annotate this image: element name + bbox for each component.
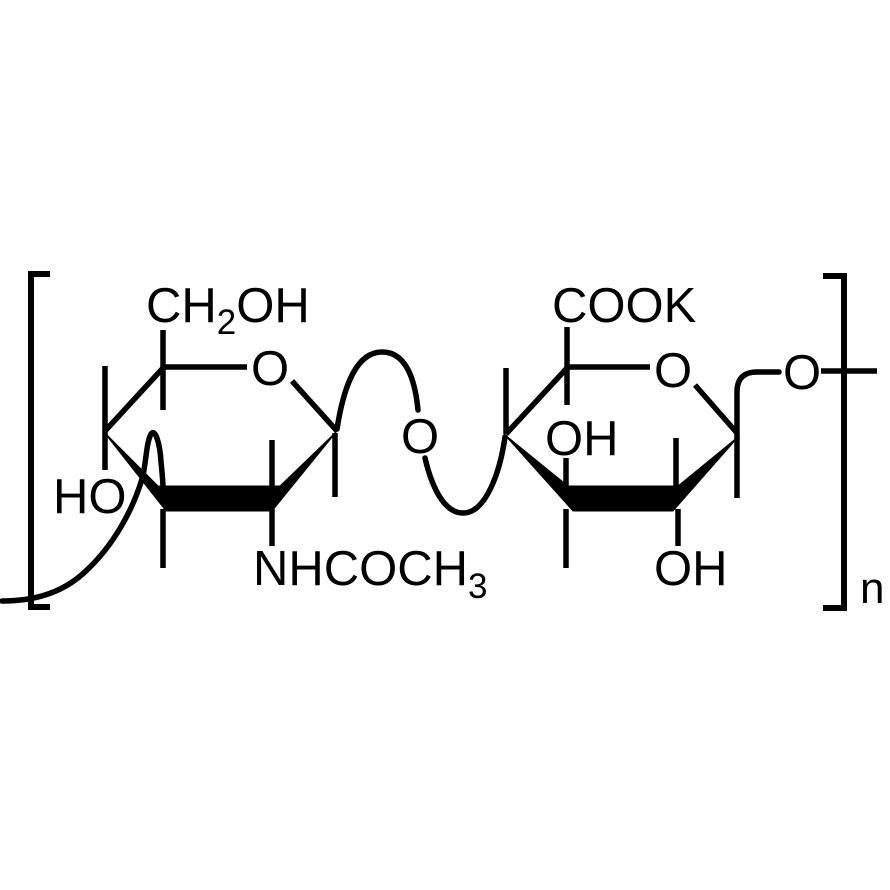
left-c4-c5-bond xyxy=(102,366,166,433)
oh-lower-label: OH xyxy=(654,542,728,596)
ho-label: HO xyxy=(53,470,127,524)
ch2oh-label: CH2OH xyxy=(146,279,310,342)
left-ring-glcnac: CH2OH O HO NHCOCH3 xyxy=(53,279,488,606)
right-ring-oxygen-label: O xyxy=(654,344,692,398)
right-c4-c5-bond xyxy=(503,366,570,436)
left-ring-oxygen-label: O xyxy=(251,342,289,396)
glycosidic-oxygen-label: O xyxy=(401,410,439,464)
ch2oh-pre: CH xyxy=(146,279,217,333)
repeat-n-label: n xyxy=(860,564,884,613)
chain-oxygen-label: O xyxy=(783,346,821,400)
glycosidic-arc-left xyxy=(334,349,421,432)
right-ring-glca: COOK O O OH OH xyxy=(503,279,877,596)
chain-entry-curved-bond xyxy=(0,429,166,604)
nhcoch3-subscript: 3 xyxy=(468,567,487,606)
right-bracket xyxy=(823,273,847,611)
left-bracket xyxy=(28,271,50,610)
right-ring-bold-wedge xyxy=(503,433,740,512)
ch2oh-subscript: 2 xyxy=(217,303,236,342)
cook-label: COOK xyxy=(552,279,697,333)
right-o-c1-bond xyxy=(692,383,740,435)
glycosidic-arc-right xyxy=(422,434,508,516)
left-o-c1-bond xyxy=(289,379,340,433)
nhcoch3-pre: NHCOCH xyxy=(253,542,468,596)
left-ring-bold-wedge xyxy=(102,430,338,512)
oh-upper-label: OH xyxy=(545,412,619,466)
nhcoch3-label: NHCOCH3 xyxy=(253,542,488,606)
ch2oh-post: OH xyxy=(236,279,310,333)
glycosidic-linkage: O xyxy=(334,349,508,516)
right-c1-exit-bond xyxy=(734,369,782,442)
